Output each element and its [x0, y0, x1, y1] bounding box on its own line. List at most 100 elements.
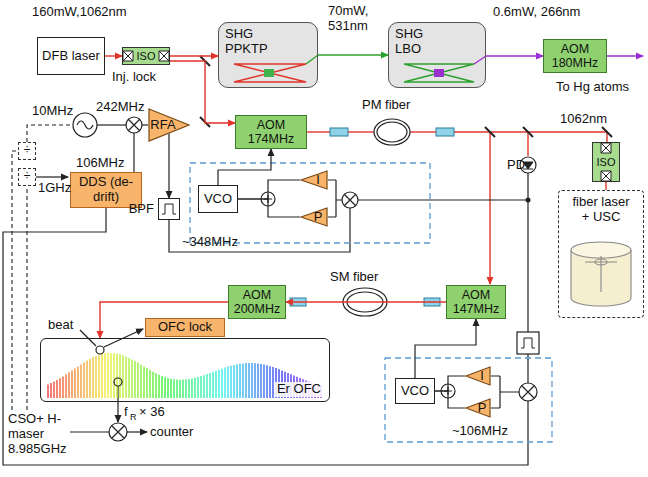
- comb-line: [113, 353, 114, 398]
- rf-wire: [127, 431, 147, 432]
- comb-line: [197, 377, 198, 398]
- beam-path: [528, 132, 607, 142]
- node-label: VCO: [204, 192, 232, 207]
- annotation: beat: [48, 318, 73, 333]
- shg-cavity-box: SHG LBO: [388, 22, 486, 88]
- divider-box: ÷: [18, 142, 36, 160]
- annotation: counter: [150, 425, 193, 440]
- comb-line: [161, 376, 162, 398]
- comb-line: [122, 355, 123, 398]
- rf-wire: [328, 180, 342, 217]
- comb-line: [164, 377, 165, 398]
- connector: [170, 61, 235, 123]
- gain-triangle: I: [300, 170, 328, 190]
- comb-line: [146, 368, 147, 398]
- connector: [168, 134, 169, 199]
- comb-line: [260, 364, 261, 398]
- gain-triangle: P: [300, 207, 328, 227]
- mirror: [602, 127, 612, 137]
- comb-line: [80, 364, 81, 398]
- triangle-outline: [149, 109, 189, 141]
- rf-wire: [3, 125, 528, 465]
- node-label: SHG LBO: [395, 27, 435, 56]
- mixer-symbol: [126, 117, 142, 133]
- comb-line: [98, 355, 99, 398]
- annotation: 0.6mW, 266nm: [493, 5, 580, 20]
- node-label: VCO: [401, 384, 429, 399]
- comb-line: [149, 370, 150, 398]
- node-label: I: [316, 173, 320, 188]
- rf-wire: [70, 431, 109, 432]
- pm-fiber: [436, 128, 454, 136]
- device-box: VCO: [395, 378, 435, 404]
- comb-line: [77, 366, 78, 398]
- annotation: CSO+ H-maser 8.985GHz: [8, 412, 70, 457]
- node-label: ISO: [597, 156, 616, 168]
- comb-line: [182, 380, 183, 398]
- cavity-illustration: [571, 242, 631, 306]
- comb-line: [191, 379, 192, 399]
- laser-housing: fiber laser + USC: [558, 190, 644, 318]
- comb-line: [152, 372, 153, 398]
- node-label: BPF: [129, 202, 154, 217]
- comb-line: [137, 363, 138, 398]
- comb-line: [65, 375, 66, 398]
- node-label: ÷: [24, 170, 31, 183]
- comb-line: [59, 378, 60, 398]
- comb-line: [179, 380, 180, 398]
- node-label: AOM 200MHz: [229, 288, 285, 316]
- comb-line: [188, 379, 189, 398]
- comb-line: [269, 366, 270, 398]
- annotation: 10MHz: [32, 104, 73, 119]
- comb-line: [245, 363, 246, 398]
- isolator: ISO: [592, 142, 620, 182]
- annotation: To Hg atoms: [556, 80, 629, 95]
- pll-boundary: [190, 163, 430, 243]
- filter-symbol: [162, 204, 176, 214]
- beam-path: [489, 132, 490, 284]
- connector: [605, 182, 606, 190]
- annotation: PM fiber: [362, 98, 410, 113]
- mixer-symbol: [128, 119, 140, 131]
- node-label: ÷: [24, 144, 31, 157]
- beam-path: [527, 132, 528, 156]
- comb-line: [233, 365, 234, 398]
- annotation: SM fiber: [330, 270, 378, 285]
- beam-path: [605, 55, 643, 56]
- triangle-outline: [465, 366, 491, 386]
- comb-line: [92, 357, 93, 398]
- cavity-illustration: [571, 250, 631, 306]
- comb-line: [254, 363, 255, 398]
- pm-fiber: [374, 119, 410, 145]
- comb-line: [230, 366, 231, 398]
- bandpass-filter: [517, 332, 539, 354]
- annotation: PD: [507, 158, 525, 173]
- comb-line: [83, 363, 84, 399]
- annotation: ~348MHz: [182, 235, 238, 250]
- rf-wire: [36, 176, 68, 177]
- filter-box: BPF: [158, 198, 180, 220]
- comb-line: [74, 369, 75, 399]
- comb-line: [107, 353, 108, 398]
- triangle-outline: [301, 171, 327, 189]
- gain-triangle: P: [465, 398, 491, 418]
- connector: [170, 55, 218, 56]
- frequency-comb-box: Er OFC: [40, 338, 330, 402]
- comb-line: [239, 364, 240, 398]
- comb-line: [140, 365, 141, 398]
- node-label: RFA: [150, 118, 175, 133]
- node-label: Er OFC: [275, 382, 323, 397]
- comb-line: [257, 364, 258, 399]
- comb-line: [242, 363, 243, 398]
- shg-cavity: [404, 64, 474, 82]
- comb-line: [86, 361, 87, 398]
- shg-cavity: [434, 69, 444, 77]
- node-label: AOM 174MHz: [241, 118, 301, 146]
- annotation: f: [124, 405, 128, 420]
- connector: [238, 199, 300, 217]
- aom-box: AOM 174MHz: [235, 115, 307, 149]
- comb-line: [125, 357, 126, 399]
- shg-cavity: [474, 56, 486, 64]
- node-label: OFC lock: [158, 320, 212, 335]
